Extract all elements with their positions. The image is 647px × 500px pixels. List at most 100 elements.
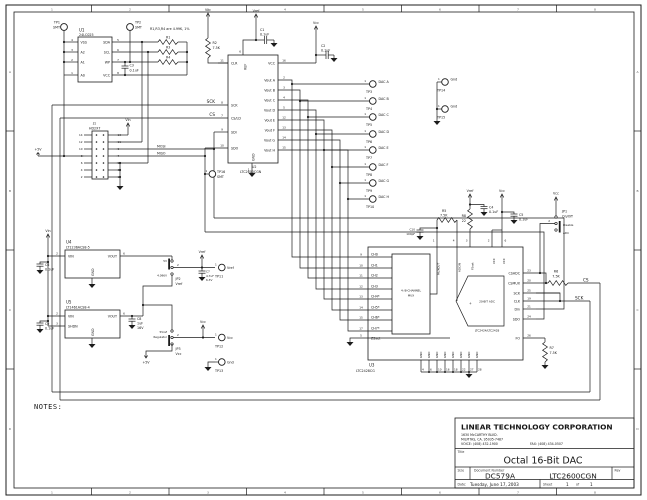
resistor-r3 bbox=[157, 48, 179, 56]
testpoint-tp9 bbox=[369, 179, 377, 187]
u3-gnd-num: 22 bbox=[462, 368, 466, 372]
border-col: 8 bbox=[594, 8, 596, 12]
u1-pin-num: 4 bbox=[71, 38, 73, 42]
mosi-net-label: MOSI bbox=[157, 145, 166, 149]
u3-pin-num: 19 bbox=[527, 296, 531, 300]
u2-ref: U2 bbox=[252, 165, 257, 169]
border-col: 3 bbox=[207, 491, 209, 495]
border-col: 5 bbox=[362, 491, 364, 495]
u2-vout-label: Vout F bbox=[265, 129, 275, 133]
resistor-note: R1,R3,R4 are 4.99K, 1% bbox=[150, 27, 190, 31]
c5-val: 0.1uF bbox=[519, 218, 528, 222]
tp-pin-num: 1 bbox=[215, 262, 217, 266]
u1-ref: U1 bbox=[79, 28, 85, 33]
u1-pin-num: 3 bbox=[71, 48, 73, 52]
u3-pin-num: 13 bbox=[359, 294, 363, 298]
u4-vin-label: VIN bbox=[68, 255, 74, 259]
tp16-sub: SMT bbox=[217, 175, 225, 179]
u2-ref-pin-label: REF bbox=[244, 64, 248, 70]
vin-symbol: Vin bbox=[116, 118, 131, 136]
jp1-ref: JP1 bbox=[561, 210, 567, 214]
dac-label: DAC D bbox=[379, 130, 390, 134]
u3-vcc-label: VCC bbox=[502, 258, 506, 264]
resistor-r1 bbox=[157, 38, 179, 46]
u3-ch-label: CH4* bbox=[371, 295, 380, 299]
tp-pin-num: 1 bbox=[364, 178, 366, 182]
c2-val: 0.1uF bbox=[321, 49, 330, 53]
u2-part: LTC2600CGN bbox=[240, 170, 262, 174]
u3-adc-label: 20-BIT ADC bbox=[479, 300, 495, 304]
cap-c3: C3 0.1uF bbox=[121, 60, 139, 77]
cap-c7: C7 4.7uF 6.3V bbox=[198, 267, 214, 282]
j1-pin-num: 6 bbox=[81, 161, 83, 165]
u2-ic-body bbox=[227, 54, 279, 164]
j1-part: HD2X7 bbox=[89, 127, 100, 131]
tp-pin-num: 1 bbox=[438, 77, 440, 81]
u1-pin-num: 8 bbox=[117, 71, 119, 75]
u3-pin-num: 9 bbox=[360, 252, 362, 256]
r5-ref: R5 bbox=[442, 209, 446, 213]
testpoint-tp12-group: 1 Vcc TP12 bbox=[214, 332, 233, 348]
vref-net-label: Vref bbox=[199, 250, 207, 254]
cap-c4: C4 0.1uF bbox=[470, 204, 498, 216]
u3-adc-core bbox=[455, 275, 505, 327]
u2-vout-num: 13 bbox=[282, 126, 286, 130]
u2-vout-num: 3 bbox=[283, 86, 285, 90]
sheet-border: 1 2 3 4 5 6 7 8 1 2 3 4 5 6 7 8 A B C D … bbox=[5, 4, 642, 496]
cap-c2: C2 0.1uF bbox=[314, 44, 338, 62]
tp1-sub: SMT bbox=[53, 26, 61, 30]
u1-pin-num: 2 bbox=[71, 58, 73, 62]
c3-val: 0.1uF bbox=[130, 69, 139, 73]
u3-gnd-label: GND bbox=[451, 352, 455, 358]
dac-block: Vcc R2 7.5K Vref 6 C1 0.1uF U2 LTC2600CG… bbox=[51, 8, 601, 401]
adc-plus-input: + bbox=[469, 302, 472, 306]
border-col: 7 bbox=[517, 491, 519, 495]
u2-vout-num: 15 bbox=[282, 146, 286, 150]
u3-adc-part-label: LTC2424/LTC2428 bbox=[475, 329, 500, 333]
reference-block: Vin U4 LT1236ACS8-5 2 VIN VOUT 6 GND C6 … bbox=[36, 229, 235, 373]
cap-c1: C1 0.1uF bbox=[256, 28, 278, 47]
u4-part: LT1236ACS8-5 bbox=[66, 246, 90, 250]
c7-val2: 6.3V bbox=[206, 278, 212, 282]
u3-pin-num: 25 bbox=[527, 288, 531, 292]
c7-val: 4.7uF bbox=[206, 274, 214, 278]
u2-vout-label: Vout C bbox=[264, 99, 275, 103]
u1-pin-label: A2 bbox=[81, 51, 85, 55]
u5-pin-num: 2 bbox=[56, 312, 58, 316]
u3-pin-num: 26 bbox=[527, 333, 531, 337]
header-j1: J1 HD2X7 14 12 10 8 6 4 2 13 11 9 7 5 3 … bbox=[34, 118, 214, 190]
border-row: B bbox=[9, 189, 11, 193]
tp-pin-num: 1 bbox=[364, 96, 366, 100]
u1-pin-label: WP bbox=[105, 61, 110, 65]
u3-ch-label: CH3 bbox=[371, 285, 378, 289]
cap-c9: C9 0.1uF bbox=[36, 319, 54, 333]
u3-gnd-label: GND bbox=[419, 352, 423, 358]
sheet-current: 1 bbox=[566, 482, 569, 487]
u3-ch-label: CH5* bbox=[371, 306, 380, 310]
r6-val: 7.5K bbox=[552, 275, 560, 279]
testpoint-tp13-group: 1 Gnd TP13 bbox=[204, 357, 234, 373]
border-col: 4 bbox=[284, 8, 286, 12]
testpoint-tp3 bbox=[369, 80, 377, 88]
u2-sdo-label: SDO bbox=[231, 147, 239, 151]
u3-ref: U3 bbox=[369, 363, 375, 368]
p5v-net-label: +5V bbox=[34, 148, 42, 152]
c4-val: 0.1uF bbox=[489, 210, 498, 214]
j1-pin-num: 2 bbox=[81, 175, 83, 179]
c7-ref: C7 bbox=[206, 270, 210, 274]
u4-ic-body bbox=[64, 249, 121, 279]
u2-gnd-label: GND bbox=[252, 153, 256, 161]
vin-symbol: Vin bbox=[45, 229, 51, 326]
u3-gnd-num: 6 bbox=[430, 368, 432, 372]
resistor-r2 bbox=[204, 37, 212, 59]
vin-net-label: Vin bbox=[125, 118, 130, 122]
c6-ref: C6 bbox=[45, 263, 49, 267]
u5-ic-body bbox=[64, 309, 121, 339]
tp-pin-num: 1 bbox=[364, 162, 366, 166]
border-row: B bbox=[636, 189, 638, 193]
doc-part-number: LTC2600CGN bbox=[549, 472, 597, 481]
tp-label: TP10 bbox=[365, 205, 374, 209]
testpoint-tp14 bbox=[441, 78, 449, 86]
jp2-ref: JP2 bbox=[175, 277, 181, 281]
jp1-name: On/Off bbox=[562, 215, 573, 219]
